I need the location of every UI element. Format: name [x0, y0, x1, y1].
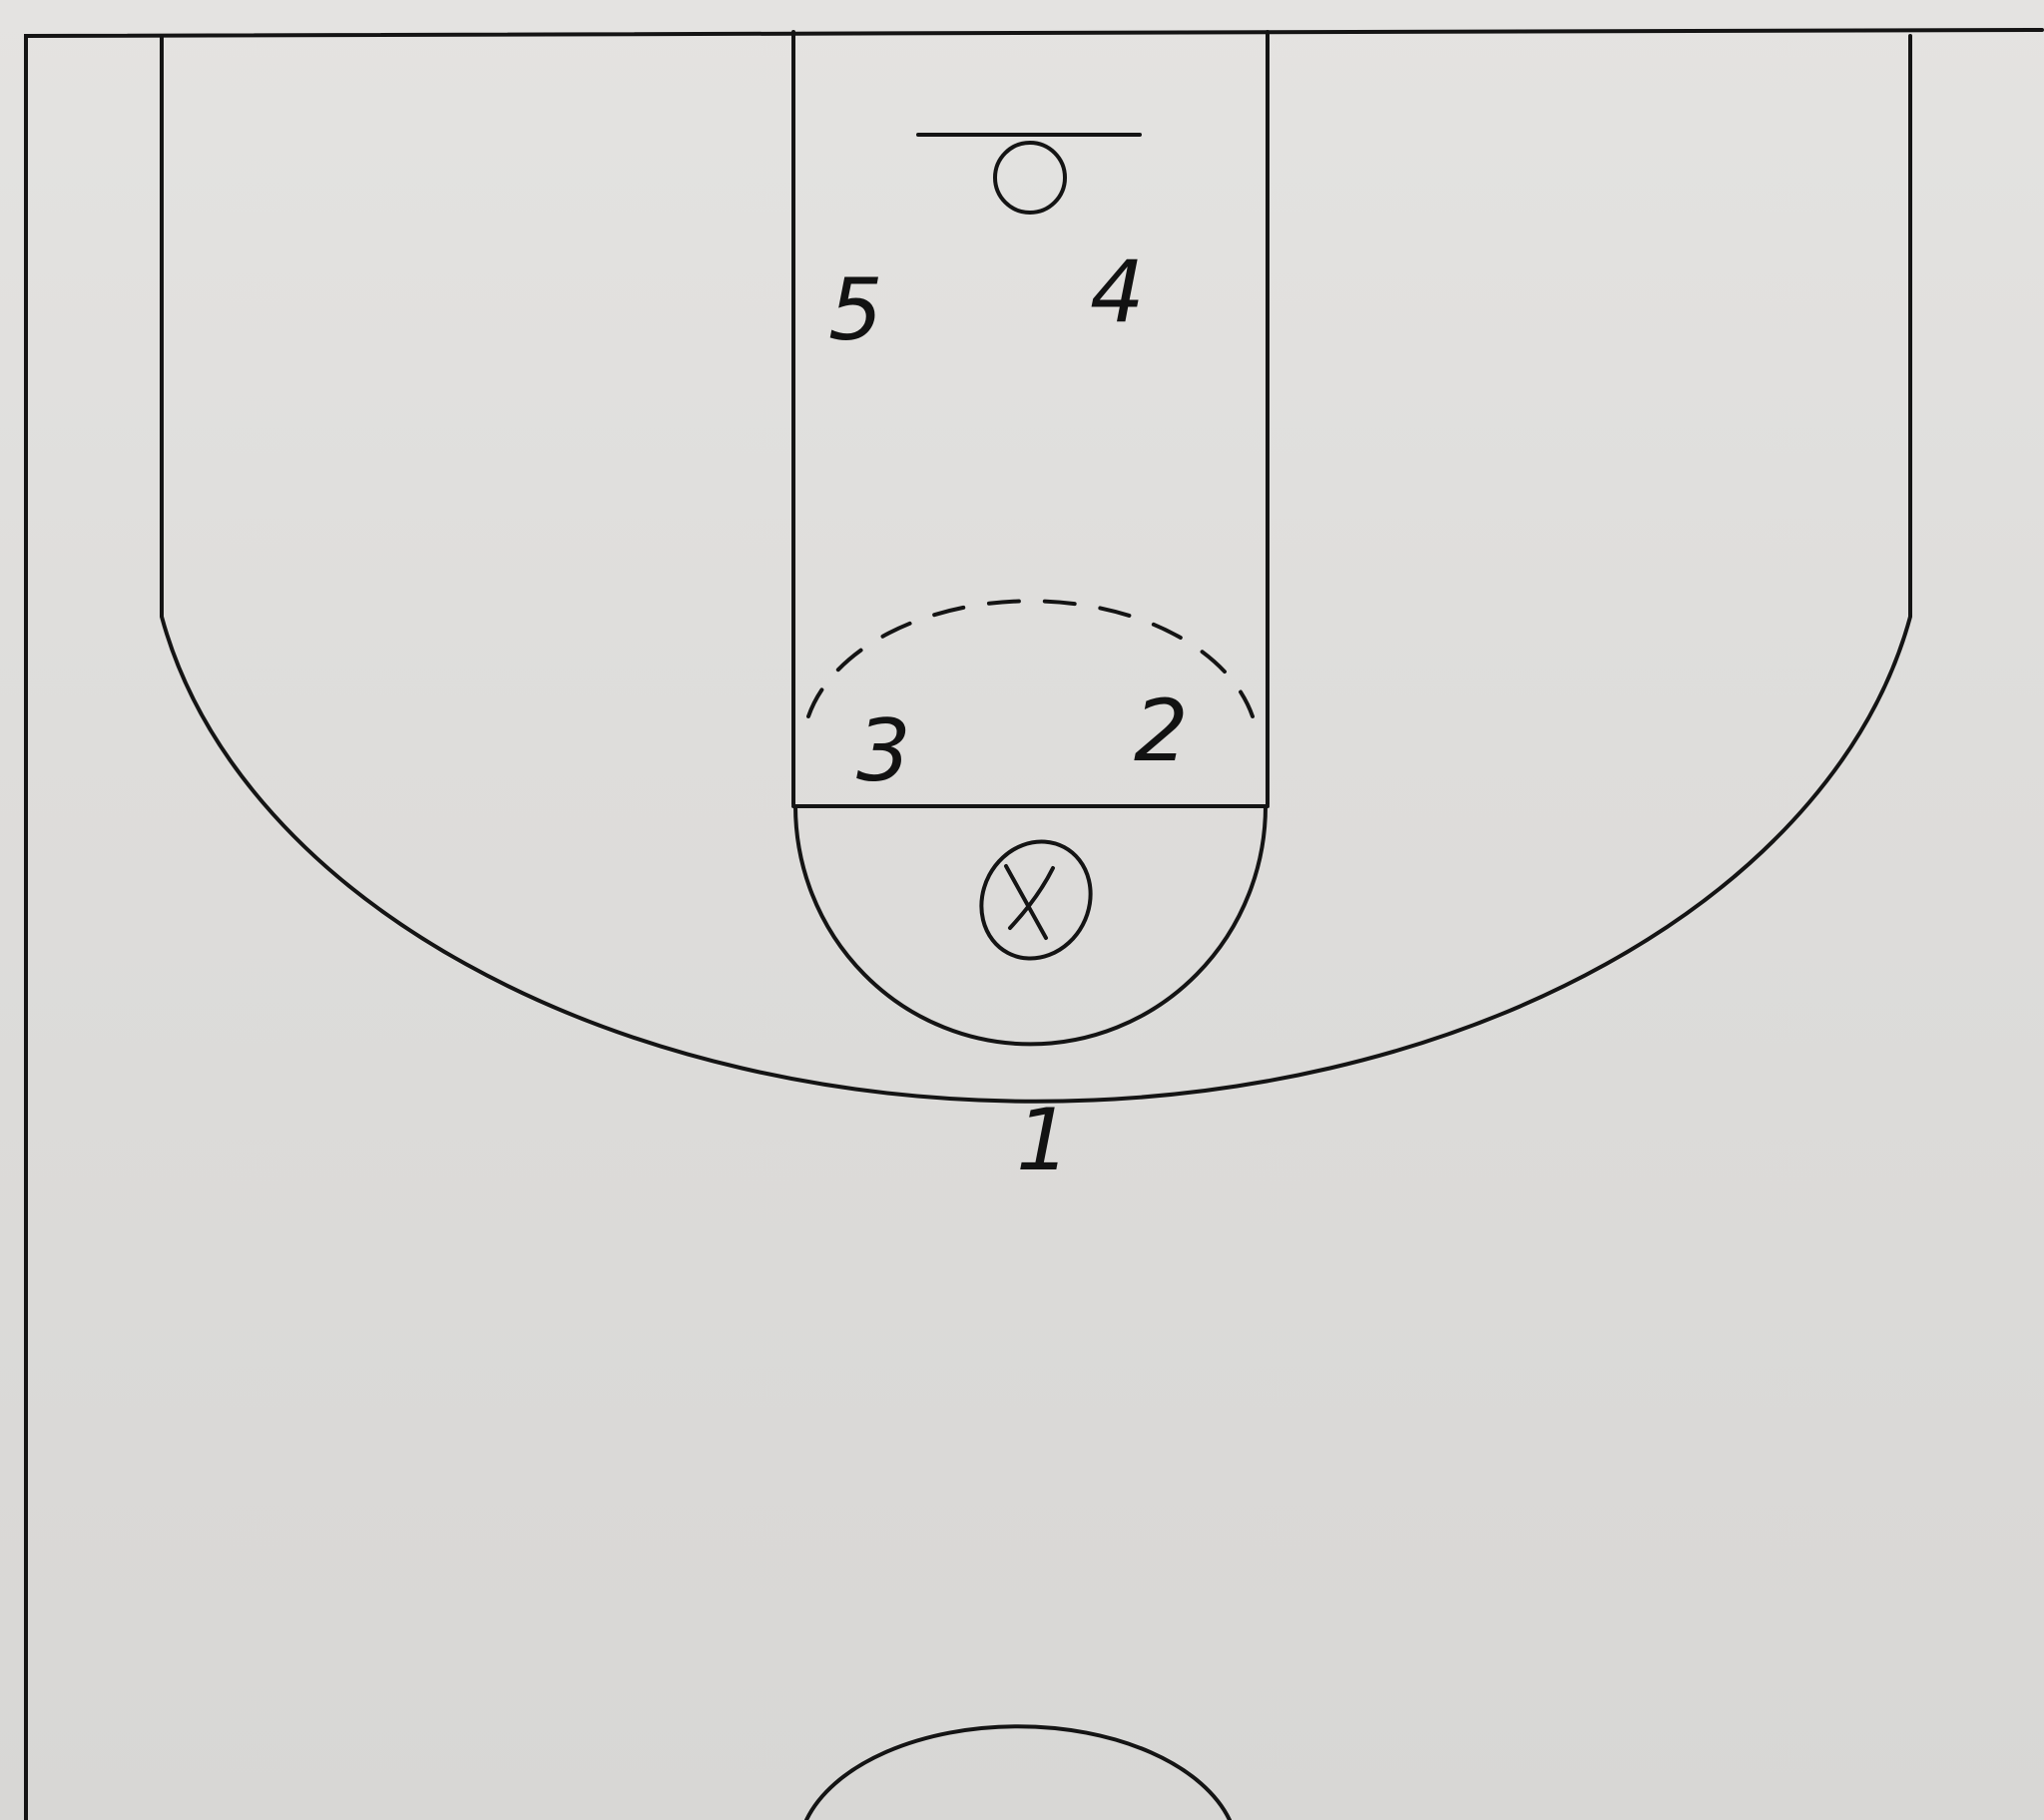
player-label-3: 3 [856, 701, 911, 801]
center-circle [804, 1724, 1232, 1820]
court-boundary [24, 28, 2044, 1820]
basket-rim [993, 141, 1067, 215]
player-label-1: 1 [1016, 1091, 1071, 1190]
free-throw-circle-dashed [806, 599, 1255, 718]
player-label-2: 2 [1134, 682, 1189, 781]
player-label-4: 4 [1090, 242, 1145, 342]
free-throw-lane [791, 30, 1270, 806]
three-point-line [160, 34, 1912, 1104]
ball-marker-icon [979, 839, 1093, 961]
player-label-5: 5 [828, 260, 883, 360]
free-throw-circle-solid [793, 804, 1268, 1047]
